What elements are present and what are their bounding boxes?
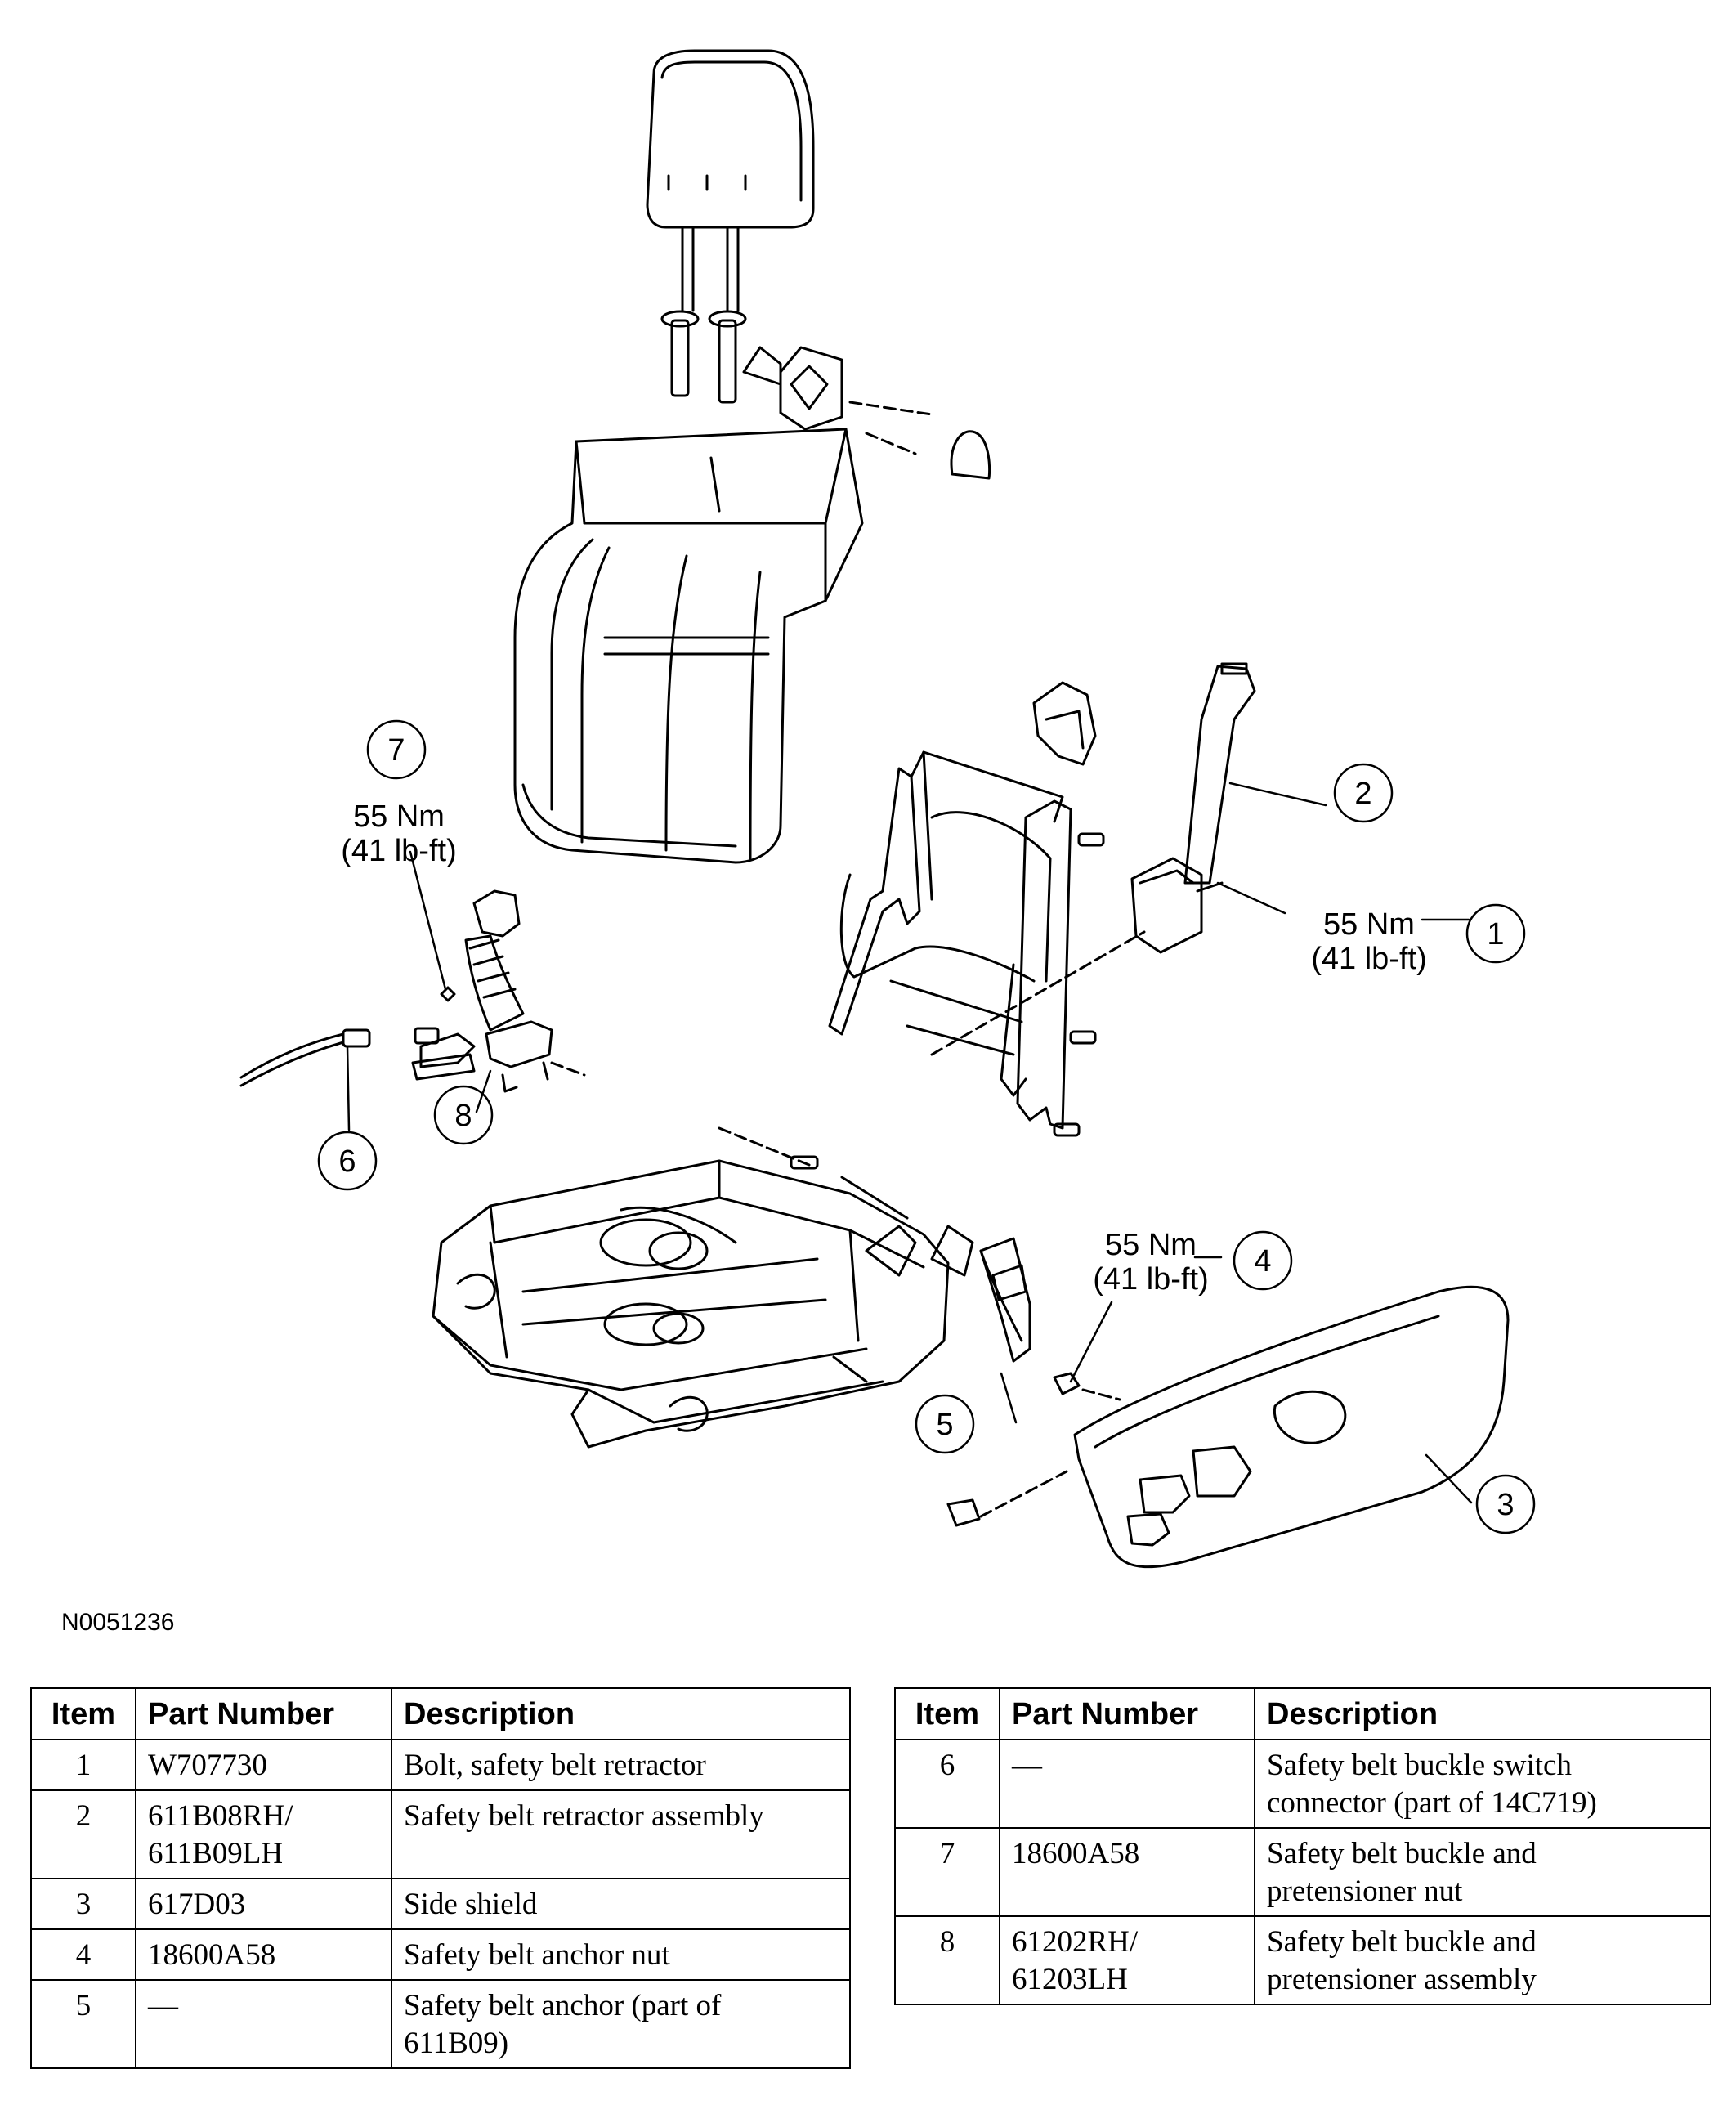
torque-4-nm: 55 Nm bbox=[1105, 1228, 1197, 1262]
cell-part-number: 18600A58 bbox=[135, 1928, 392, 1981]
retractor-assembly bbox=[1130, 662, 1256, 954]
description-line: 611B09) bbox=[404, 2027, 509, 2060]
seat-back-frame bbox=[828, 750, 1146, 1137]
cell-item: 8 bbox=[894, 1915, 1000, 2005]
header-description: Description bbox=[1254, 1687, 1711, 1740]
table-body-right: 6 — Safety belt buckle switch connector (pa… bbox=[894, 1739, 1711, 2005]
table-row: 4 18600A58 Safety belt anchor nut bbox=[30, 1928, 851, 1981]
cell-item: 7 bbox=[894, 1827, 1000, 1917]
table-row: 5 — Safety belt anchor (part of 611B09) bbox=[30, 1979, 851, 2069]
cell-item: 1 bbox=[30, 1739, 136, 1791]
description-line: Safety belt retractor assembly bbox=[404, 1799, 764, 1833]
callout-6-label: 6 bbox=[338, 1144, 356, 1179]
part-number-line: — bbox=[1012, 1749, 1042, 1782]
cell-description: Safety belt buckle and pretensioner nut bbox=[1254, 1827, 1711, 1917]
callout-8-label: 8 bbox=[454, 1099, 472, 1133]
table-header-row: Item Part Number Description bbox=[30, 1687, 851, 1740]
header-item: Item bbox=[30, 1687, 136, 1740]
part-number-line: 617D03 bbox=[148, 1888, 246, 1921]
exploded-seat-diagram: 1 2 3 4 5 6 7 8 55 Nm (41 lb-ft) 55 Nm (… bbox=[239, 49, 1536, 1569]
torque-1-lbft: (41 lb-ft) bbox=[1311, 942, 1426, 976]
cell-item: 2 bbox=[30, 1789, 136, 1879]
part-number-line: 61203LH bbox=[1012, 1963, 1128, 1996]
part-number-line: W707730 bbox=[148, 1749, 267, 1782]
cell-part-number: — bbox=[999, 1739, 1255, 1829]
parts-table-right: Item Part Number Description 6 — Safety be… bbox=[894, 1687, 1711, 2005]
cell-description: Safety belt anchor (part of 611B09) bbox=[391, 1979, 851, 2069]
description-line: Bolt, safety belt retractor bbox=[404, 1749, 706, 1782]
description-line: pretensioner nut bbox=[1267, 1874, 1463, 1908]
part-number-line: 611B09LH bbox=[148, 1837, 284, 1870]
description-line: Safety belt buckle and bbox=[1267, 1837, 1537, 1870]
header-part-number: Part Number bbox=[135, 1687, 392, 1740]
table-row: 1 W707730 Bolt, safety belt retractor bbox=[30, 1739, 851, 1791]
parts-table-left: Item Part Number Description 1 W707730 Bol… bbox=[30, 1687, 851, 2069]
description-line: pretensioner assembly bbox=[1267, 1963, 1537, 1996]
callout-7-label: 7 bbox=[387, 733, 405, 768]
description-line: connector (part of 14C719) bbox=[1267, 1786, 1597, 1820]
description-line: Safety belt anchor nut bbox=[404, 1938, 670, 1972]
description-line: Side shield bbox=[404, 1888, 538, 1921]
callout-2-label: 2 bbox=[1354, 777, 1371, 811]
belt-anchor bbox=[979, 1237, 1121, 1401]
callout-3-label: 3 bbox=[1497, 1488, 1514, 1522]
cell-part-number: 18600A58 bbox=[999, 1827, 1255, 1917]
part-number-line: 18600A58 bbox=[148, 1938, 276, 1972]
torque-7-nm: 55 Nm bbox=[353, 799, 445, 834]
description-line: Safety belt buckle and bbox=[1267, 1925, 1537, 1959]
cell-description: Side shield bbox=[391, 1878, 851, 1930]
buckle-pretensioner bbox=[239, 889, 586, 1093]
cell-description: Bolt, safety belt retractor bbox=[391, 1739, 851, 1791]
part-number-line: 18600A58 bbox=[1012, 1837, 1140, 1870]
header-description: Description bbox=[391, 1687, 851, 1740]
part-number-line: — bbox=[148, 1989, 178, 2022]
torque-1-nm: 55 Nm bbox=[1323, 907, 1415, 942]
callout-1-label: 1 bbox=[1487, 917, 1504, 952]
table-row: 3 617D03 Side shield bbox=[30, 1878, 851, 1930]
cell-part-number: 617D03 bbox=[135, 1878, 392, 1930]
cell-item: 6 bbox=[894, 1739, 1000, 1829]
cell-description: Safety belt anchor nut bbox=[391, 1928, 851, 1981]
cell-part-number: W707730 bbox=[135, 1739, 392, 1791]
table-header-row: Item Part Number Description bbox=[894, 1687, 1711, 1740]
upper-bracket bbox=[1032, 681, 1097, 766]
table-row: 6 — Safety belt buckle switch connector (pa… bbox=[894, 1739, 1711, 1829]
figure-code: N0051236 bbox=[61, 1609, 175, 1636]
cell-part-number: 611B08RH/611B09LH bbox=[135, 1789, 392, 1879]
callout-5-label: 5 bbox=[936, 1408, 953, 1442]
description-line: Safety belt anchor (part of bbox=[404, 1989, 722, 2022]
seat-track-base bbox=[432, 1126, 1023, 1449]
table-row: 7 18600A58 Safety belt buckle and pretensio… bbox=[894, 1827, 1711, 1917]
callout-4-label: 4 bbox=[1254, 1244, 1271, 1279]
part-number-line: 61202RH/ bbox=[1012, 1925, 1139, 1959]
cell-item: 4 bbox=[30, 1928, 136, 1981]
seat-back bbox=[513, 428, 864, 864]
cell-item: 5 bbox=[30, 1979, 136, 2069]
headrest-guides bbox=[660, 310, 991, 480]
cell-item: 3 bbox=[30, 1878, 136, 1930]
cell-description: Safety belt buckle switch connector (part… bbox=[1254, 1739, 1711, 1829]
header-part-number: Part Number bbox=[999, 1687, 1255, 1740]
header-item: Item bbox=[894, 1687, 1000, 1740]
torque-7-lbft: (41 lb-ft) bbox=[341, 834, 456, 868]
torque-4-lbft: (41 lb-ft) bbox=[1093, 1262, 1208, 1297]
side-shield bbox=[946, 1285, 1510, 1569]
part-number-line: 611B08RH/ bbox=[148, 1799, 293, 1833]
cell-part-number: 61202RH/61203LH bbox=[999, 1915, 1255, 2005]
description-line: Safety belt buckle switch bbox=[1267, 1749, 1572, 1782]
cell-description: Safety belt buckle and pretensioner assem… bbox=[1254, 1915, 1711, 2005]
callout-circles bbox=[317, 719, 1536, 1534]
cell-part-number: — bbox=[135, 1979, 392, 2069]
leader-lines bbox=[346, 782, 1473, 1504]
cell-description: Safety belt retractor assembly bbox=[391, 1789, 851, 1879]
headrest bbox=[646, 49, 815, 312]
